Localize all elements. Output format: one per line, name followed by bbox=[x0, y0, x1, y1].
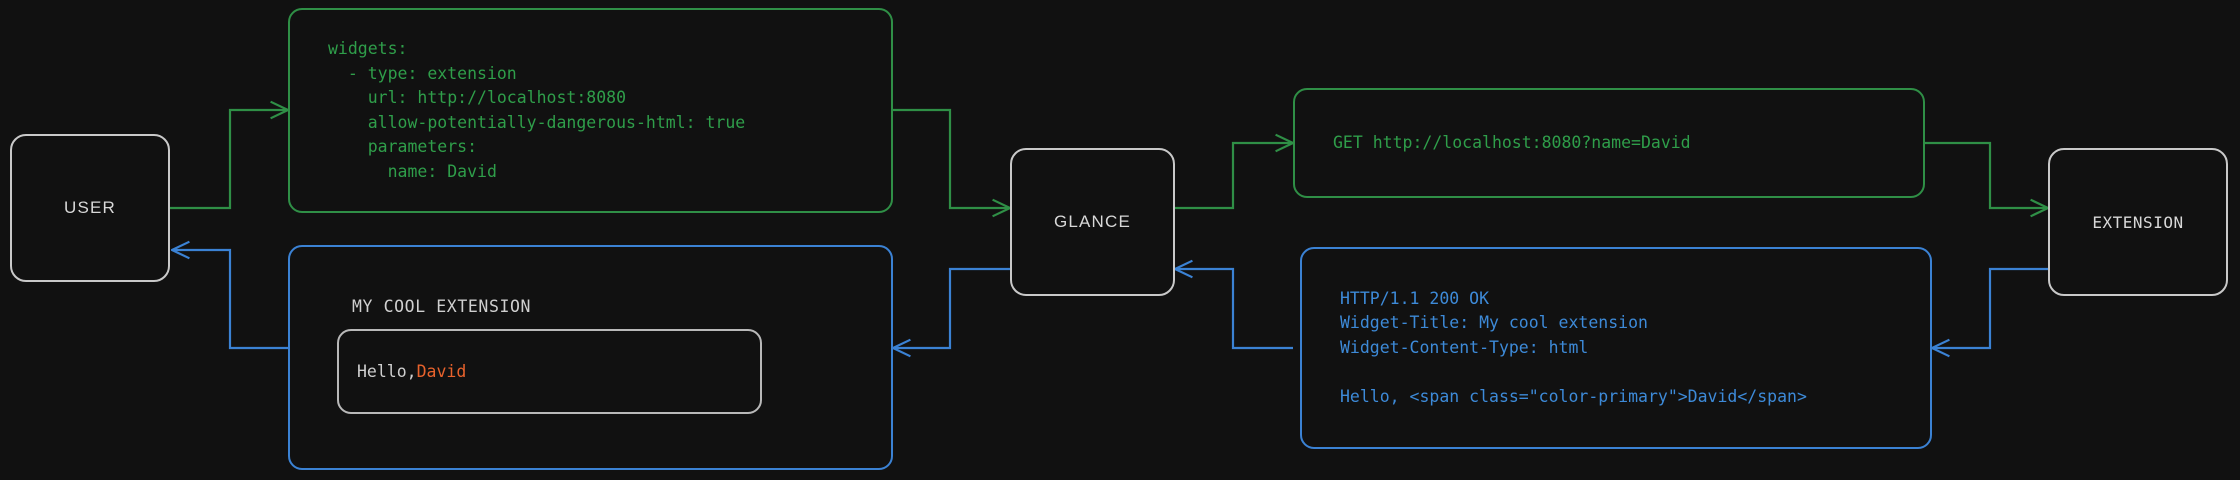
arrow-request-to-extension bbox=[1925, 141, 2048, 208]
arrow-render-to-user bbox=[172, 250, 288, 350]
panel-rendered-widget: MY COOL EXTENSION Hello, David bbox=[288, 245, 893, 470]
rendered-widget-title: MY COOL EXTENSION bbox=[352, 297, 532, 316]
rendered-widget-greeting: Hello, bbox=[357, 362, 417, 381]
arrow-config-to-glance bbox=[893, 108, 1010, 208]
node-extension[interactable]: EXTENSION bbox=[2048, 148, 2228, 296]
arrow-glance-to-request bbox=[1175, 143, 1293, 210]
node-extension-label: EXTENSION bbox=[2092, 212, 2184, 232]
node-glance-label: GLANCE bbox=[1053, 212, 1132, 231]
arrow-user-to-config bbox=[170, 110, 288, 210]
http-response-text: HTTP/1.1 200 OK Widget-Title: My cool ex… bbox=[1340, 288, 1807, 406]
http-request-text: GET http://localhost:8080?name=David bbox=[1333, 132, 1691, 152]
rendered-widget-body: Hello, David bbox=[337, 329, 762, 414]
panel-http-response: HTTP/1.1 200 OK Widget-Title: My cool ex… bbox=[1300, 247, 1932, 449]
node-glance[interactable]: GLANCE bbox=[1010, 148, 1175, 296]
yaml-config-text: widgets: - type: extension url: http://l… bbox=[328, 39, 746, 181]
arrow-extension-to-response bbox=[1932, 267, 2048, 348]
panel-http-request: GET http://localhost:8080?name=David bbox=[1293, 88, 1925, 198]
rendered-widget-name: David bbox=[416, 362, 467, 381]
node-user-label: USER bbox=[63, 198, 117, 217]
panel-yaml-config: widgets: - type: extension url: http://l… bbox=[288, 8, 893, 213]
arrow-response-to-glance bbox=[1175, 269, 1293, 350]
node-user[interactable]: USER bbox=[10, 134, 170, 282]
arrow-glance-to-render bbox=[893, 267, 1010, 348]
